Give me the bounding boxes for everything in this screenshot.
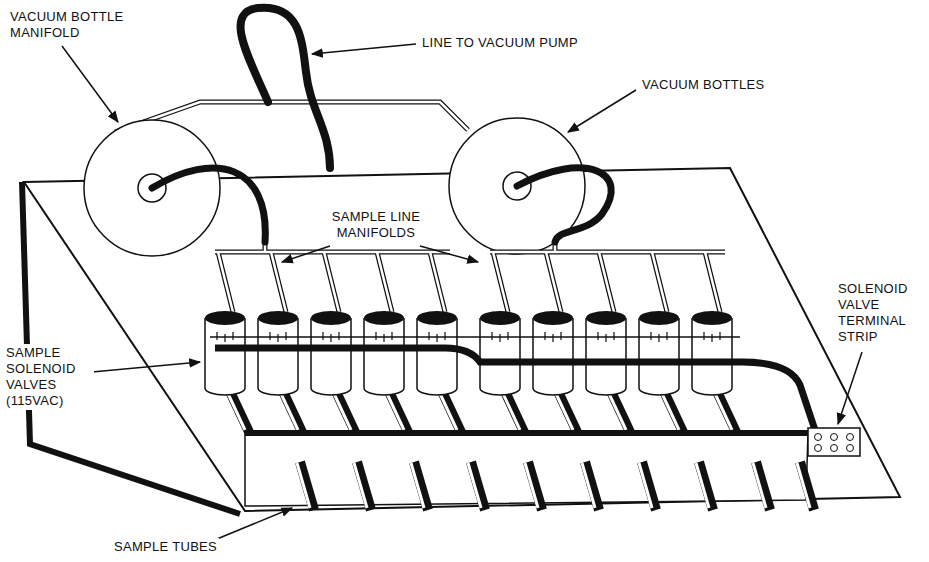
part-label: VACUUM BOTTLE MANIFOLD (8, 8, 142, 42)
leader-arrow (62, 44, 862, 546)
solenoid-valve (205, 311, 736, 432)
part-label: LINE TO VACUUM PUMP (420, 34, 580, 52)
bottle-hose (152, 168, 265, 242)
part-label: SAMPLE TUBES (112, 538, 219, 556)
front-bar-edge (245, 430, 808, 436)
terminal-strip (808, 428, 860, 456)
part-label: VACUUM BOTTLES (640, 76, 766, 94)
valve-wire (210, 336, 740, 338)
part-label: SAMPLE LINE MANIFOLDS (318, 208, 434, 242)
bottle-hose (517, 168, 611, 242)
part-label: SAMPLE SOLENOID VALVES (115VAC) (4, 344, 94, 410)
sample-tube (297, 462, 814, 510)
wire-cable (215, 348, 815, 430)
sample-line-manifold (490, 240, 725, 312)
pump-line (241, 8, 330, 168)
sample-line-manifold (215, 240, 450, 312)
part-label: SOLENOID VALVE TERMINAL STRIP (836, 280, 924, 346)
